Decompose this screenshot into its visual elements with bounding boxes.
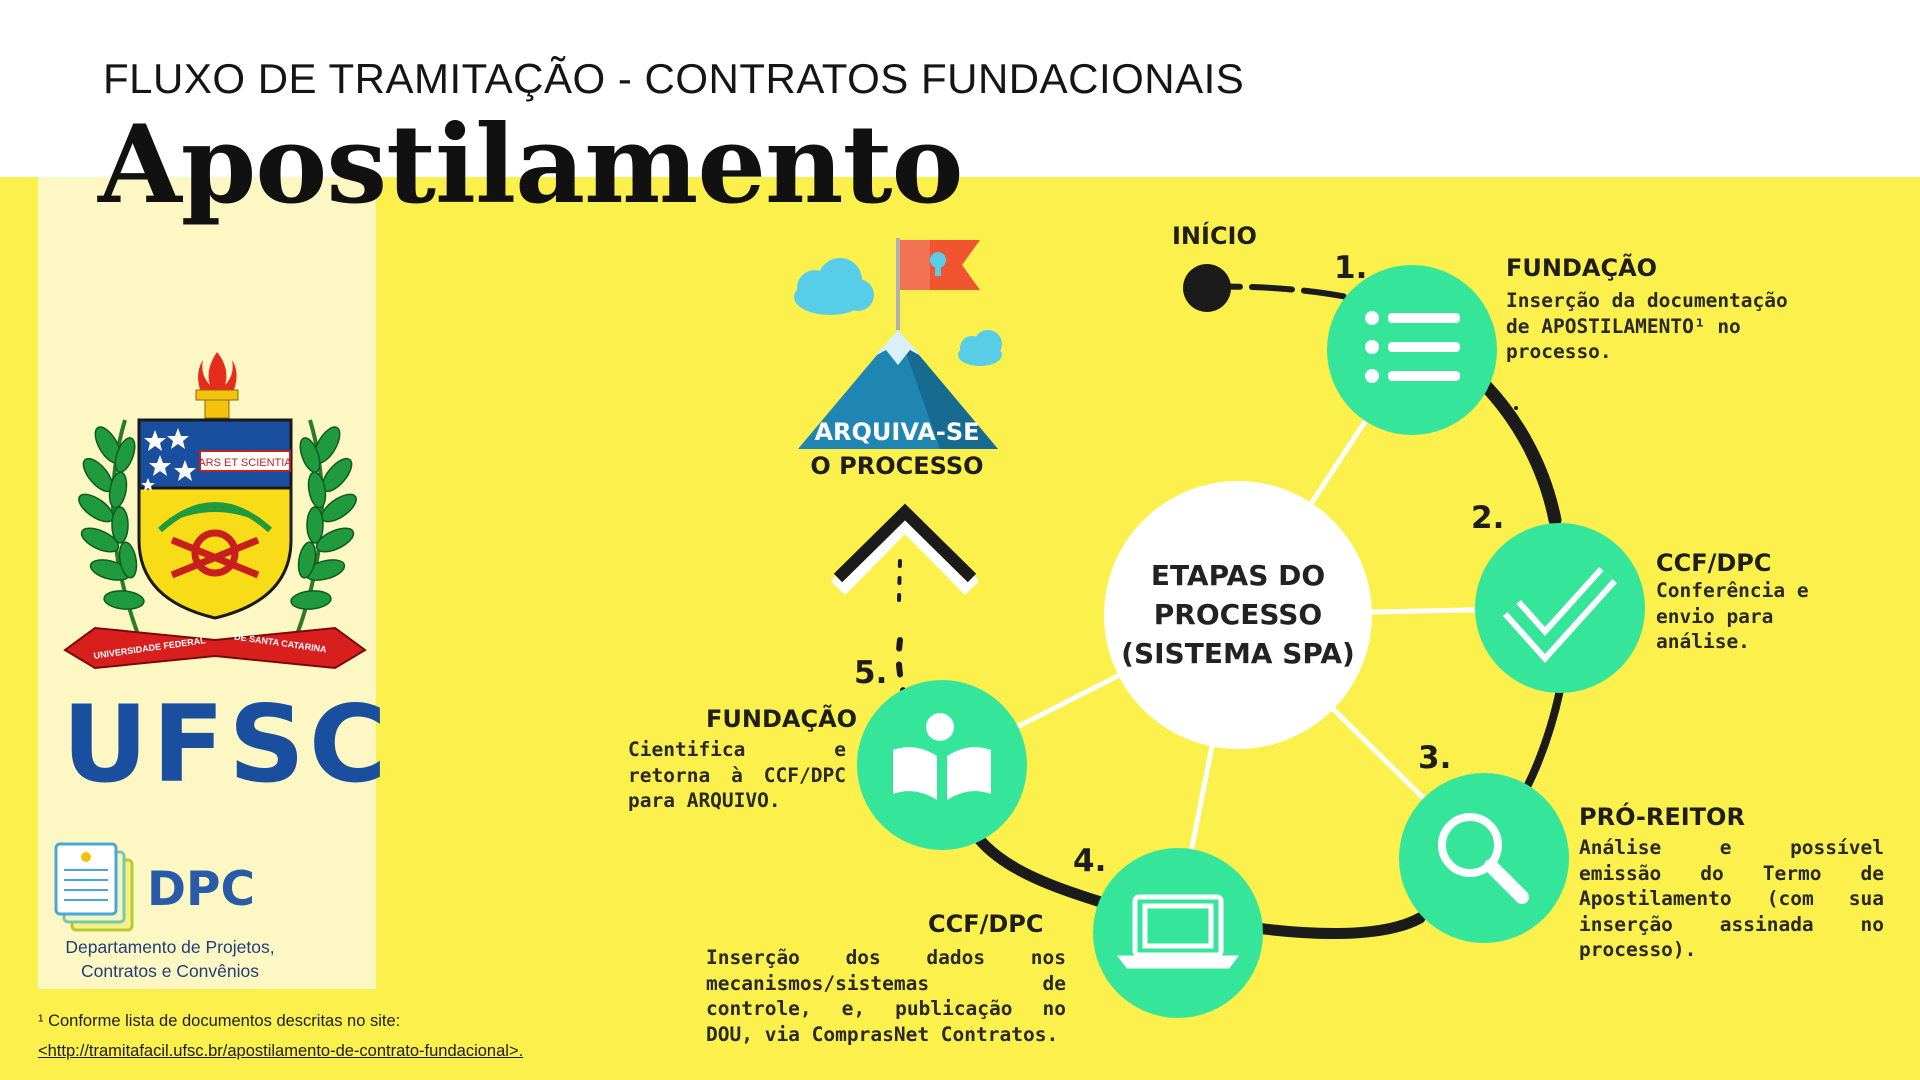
reader-icon: [893, 713, 991, 800]
laurel-right-icon: [290, 419, 357, 641]
archive-label-line1: ARQUIVA-SE: [814, 418, 980, 446]
department-name-line1: Departamento de Projetos,: [65, 937, 275, 957]
center-label-line1: ETAPAS DO: [1150, 559, 1326, 592]
documents-icon: [54, 842, 134, 932]
start-label: INÍCIO: [1172, 222, 1257, 250]
laptop-icon: [1117, 894, 1239, 969]
step-3-circle: [1399, 773, 1569, 943]
center-circle: [1104, 481, 1372, 749]
step-3-title: PRÓ-REITOR: [1579, 803, 1745, 831]
motto-text: ARS ET SCIENTIA: [198, 457, 292, 469]
center-label-line2: PROCESSO: [1153, 598, 1323, 631]
page-subtitle: FLUXO DE TRAMITAÇÃO - CONTRATOS FUNDACIO…: [103, 55, 1245, 102]
ribbon-icon: [63, 626, 367, 670]
archive-label-line2: O PROCESSO: [810, 452, 984, 480]
step-4-title: CCF/DPC: [928, 910, 1044, 938]
step-3-number: 3.: [1418, 740, 1452, 776]
page-title: Apostilamento: [98, 102, 963, 228]
step-5-number: 5.: [854, 655, 888, 691]
torch-icon: [195, 352, 239, 419]
step-2-description: Conferência e envio para análise.: [1656, 579, 1809, 653]
footnote-text: ¹ Conforme lista de documentos descritas…: [38, 1012, 401, 1030]
step-1-number: 1.: [1334, 250, 1368, 286]
cloud-icon: [794, 258, 1002, 366]
dpc-acronym: DPC: [147, 862, 255, 917]
step-2-title: CCF/DPC: [1656, 549, 1772, 577]
step-4-description: Inserção dos dados nos mecanismos/sistem…: [706, 946, 1066, 1046]
list-icon: [1365, 311, 1460, 383]
step-4-circle: [1093, 848, 1263, 1018]
path-dot: [1514, 406, 1518, 410]
magnifier-icon: [1438, 813, 1529, 904]
step-3-description: Análise e possível emissão do Termo de A…: [1579, 836, 1884, 961]
department-name: Departamento de Projetos, Contratos e Co…: [45, 935, 295, 983]
mountain-flag-icon: [798, 238, 998, 449]
checkmark-icon: [1503, 566, 1617, 663]
up-arrow-icon: [830, 503, 980, 596]
step-4-number: 4.: [1073, 843, 1107, 879]
step-1-description: Inserção da documentação de APOSTILAMENT…: [1506, 289, 1788, 363]
start-dot: [1183, 264, 1231, 312]
step-5-circle: [857, 680, 1027, 850]
shield-icon: [137, 418, 293, 620]
step-5-title: FUNDAÇÃO: [706, 705, 858, 733]
step-2-circle: [1475, 523, 1645, 693]
center-label-line3: (SISTEMA SPA): [1121, 637, 1355, 670]
step-1-title: FUNDAÇÃO: [1506, 254, 1658, 282]
department-name-line2: Contratos e Convênios: [80, 961, 260, 981]
step-2-number: 2.: [1471, 500, 1505, 536]
step-5-description: Cientifica e retorna à CCF/DPC para ARQU…: [628, 738, 846, 812]
ufsc-acronym: UFSC: [62, 683, 391, 806]
laurel-left-icon: [78, 419, 145, 641]
footnote: ¹ Conforme lista de documentos descritas…: [38, 1006, 523, 1066]
center-label: ETAPAS DO PROCESSO (SISTEMA SPA): [1097, 556, 1379, 673]
footnote-link[interactable]: <http://tramitafacil.ufsc.br/apostilamen…: [38, 1042, 524, 1060]
